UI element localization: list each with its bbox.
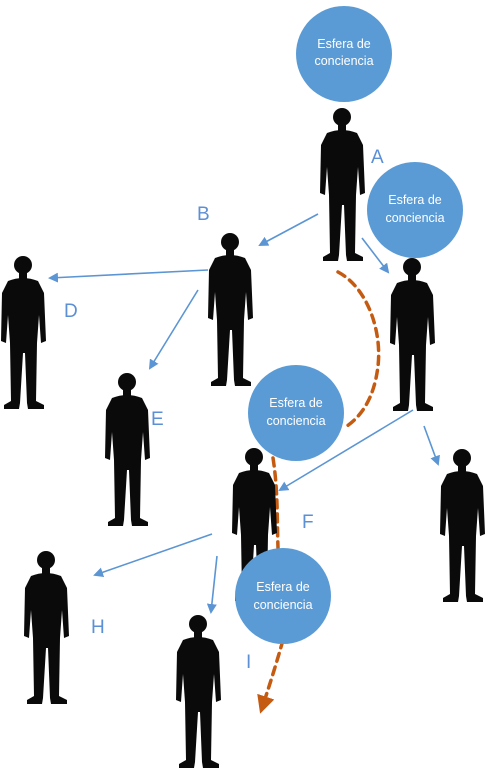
arrow-a-to-c	[361, 237, 390, 274]
sphere-4-line2: conciencia	[253, 598, 312, 612]
sphere-2-line1: Esfera de	[388, 193, 442, 207]
label-b: B	[197, 204, 210, 225]
sphere-1-line1: Esfera de	[317, 37, 371, 51]
person-g	[440, 449, 485, 602]
label-f: F	[302, 512, 314, 533]
arrow-c-to-g	[423, 425, 440, 466]
arrow-b-to-d	[48, 269, 209, 283]
arrow-f-to-i	[206, 555, 218, 614]
label-d: D	[64, 301, 78, 322]
arrow-a-to-b	[258, 213, 319, 246]
arrow-c-to-f	[278, 409, 414, 492]
arrow-b-to-e	[148, 289, 199, 370]
orange-path-bottom	[257, 638, 285, 714]
person-c	[390, 258, 435, 411]
person-a	[320, 108, 365, 261]
sphere-4: Esfera de conciencia	[235, 548, 331, 644]
label-a: A	[371, 147, 384, 168]
sphere-1: Esfera de conciencia	[296, 6, 392, 102]
sphere-3-line2: conciencia	[266, 414, 325, 428]
orange-path-top	[336, 270, 381, 430]
sphere-3: Esfera de conciencia	[248, 365, 344, 461]
arrow-f-to-h	[93, 533, 213, 578]
person-b	[208, 233, 253, 386]
orange-path-middle	[271, 456, 280, 550]
person-d	[1, 256, 46, 409]
label-i: I	[246, 652, 251, 673]
person-h	[24, 551, 69, 704]
label-e: E	[151, 409, 164, 430]
sphere-4-line1: Esfera de	[256, 580, 310, 594]
sphere-1-line2: conciencia	[314, 54, 373, 68]
label-h: H	[91, 617, 105, 638]
sphere-2-line2: conciencia	[385, 211, 444, 225]
person-e	[105, 373, 150, 526]
person-i	[176, 615, 221, 768]
sphere-3-line1: Esfera de	[269, 396, 323, 410]
sphere-2: Esfera de conciencia	[367, 162, 463, 258]
